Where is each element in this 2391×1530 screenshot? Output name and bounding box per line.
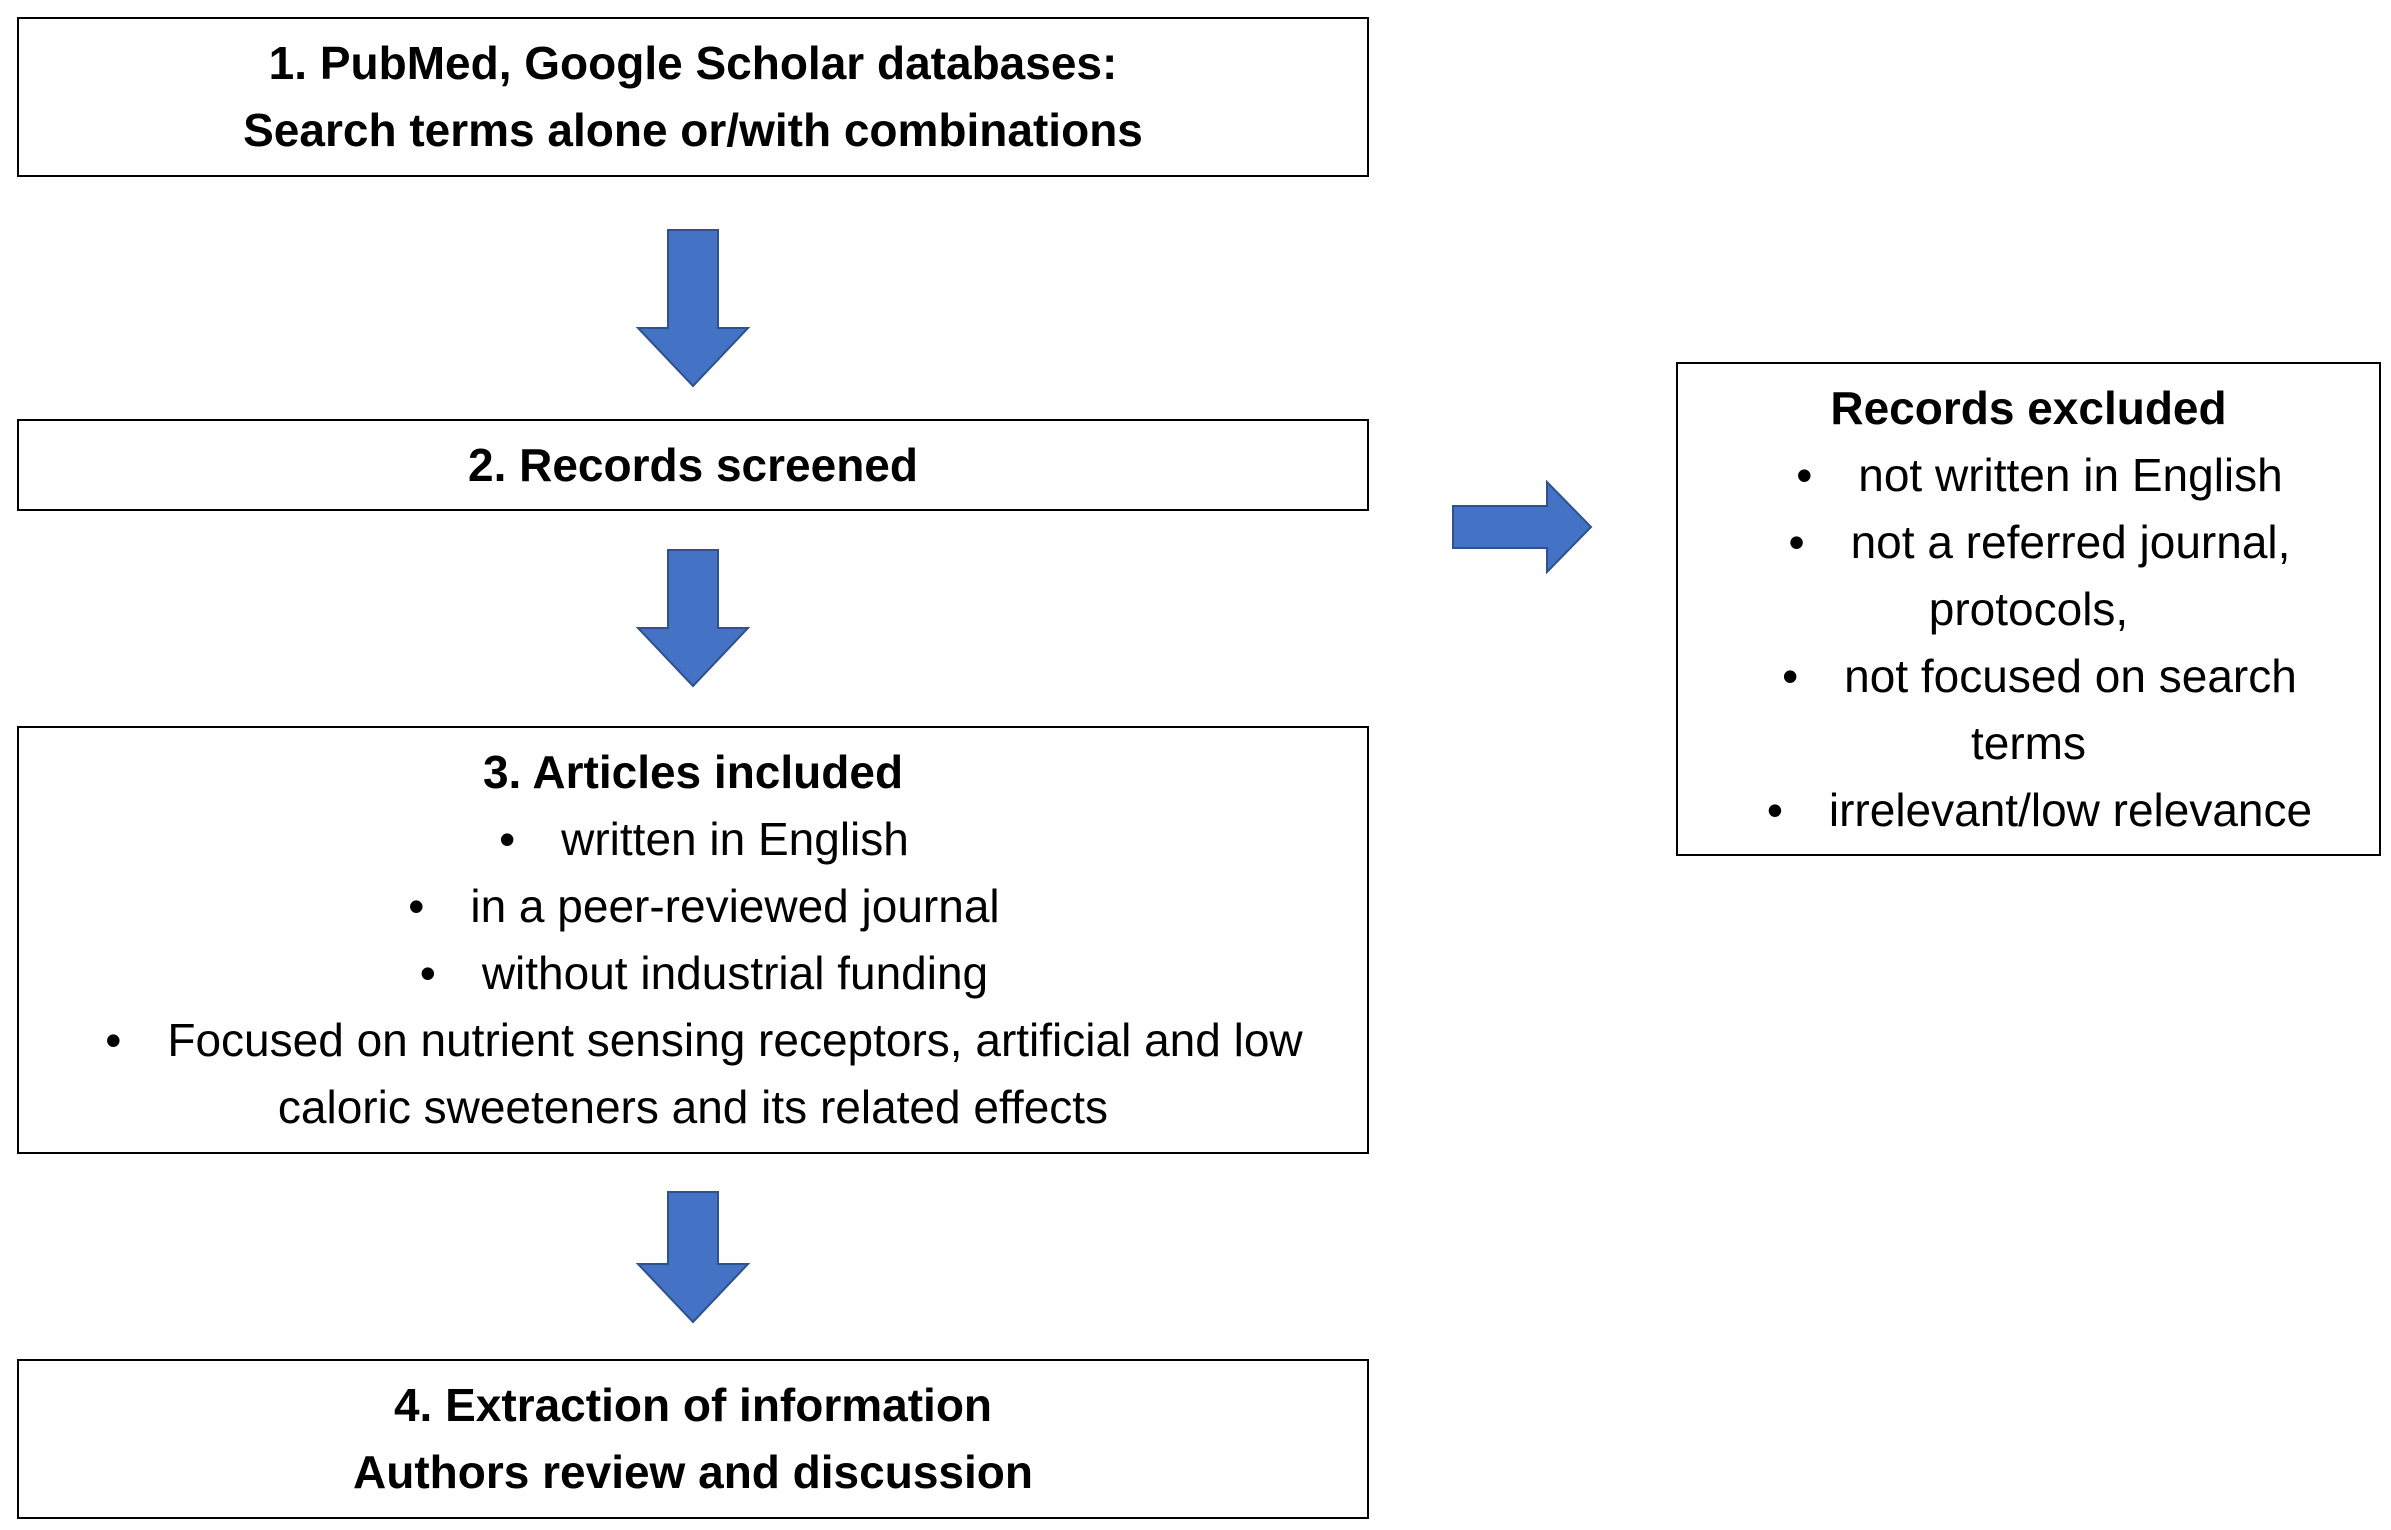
step-search-line2: Search terms alone or/with combinations — [243, 104, 1143, 156]
down-arrow-icon — [636, 229, 750, 388]
step-included-title: 3. Articles included — [482, 746, 904, 798]
step-extraction-line1: 4. Extraction of information — [393, 1379, 993, 1431]
excluded-criterion: not a referred journal, protocols, — [1699, 509, 2359, 643]
down-arrow-icon — [636, 549, 750, 688]
included-criterion: Focused on nutrient sensing receptors, a… — [63, 1007, 1323, 1141]
step-extraction-line2: Authors review and discussion — [353, 1446, 1033, 1498]
included-criterion: without industrial funding — [398, 940, 988, 1007]
excluded-criterion: not written in English — [1699, 442, 2359, 509]
included-criterion: written in English — [477, 806, 909, 873]
step-extraction-box: 4. Extraction of information Authors rev… — [17, 1359, 1369, 1519]
excluded-criterion: not focused on search terms — [1699, 643, 2359, 777]
step-search-box: 1. PubMed, Google Scholar databases: Sea… — [17, 17, 1369, 177]
included-criterion: in a peer-reviewed journal — [386, 873, 999, 940]
step-included-box: 3. Articles included written in English … — [17, 726, 1369, 1154]
down-arrow-icon — [636, 1191, 750, 1324]
step-screened-title: 2. Records screened — [467, 438, 918, 491]
step-screened-box: 2. Records screened — [17, 419, 1369, 511]
step-search-line1: 1. PubMed, Google Scholar databases: — [268, 37, 1118, 89]
records-excluded-title: Records excluded — [1830, 381, 2227, 434]
excluded-criterion: irrelevant/low relevance — [1699, 777, 2359, 844]
records-excluded-box: Records excluded not written in English … — [1676, 362, 2381, 856]
right-arrow-icon — [1452, 480, 1593, 574]
